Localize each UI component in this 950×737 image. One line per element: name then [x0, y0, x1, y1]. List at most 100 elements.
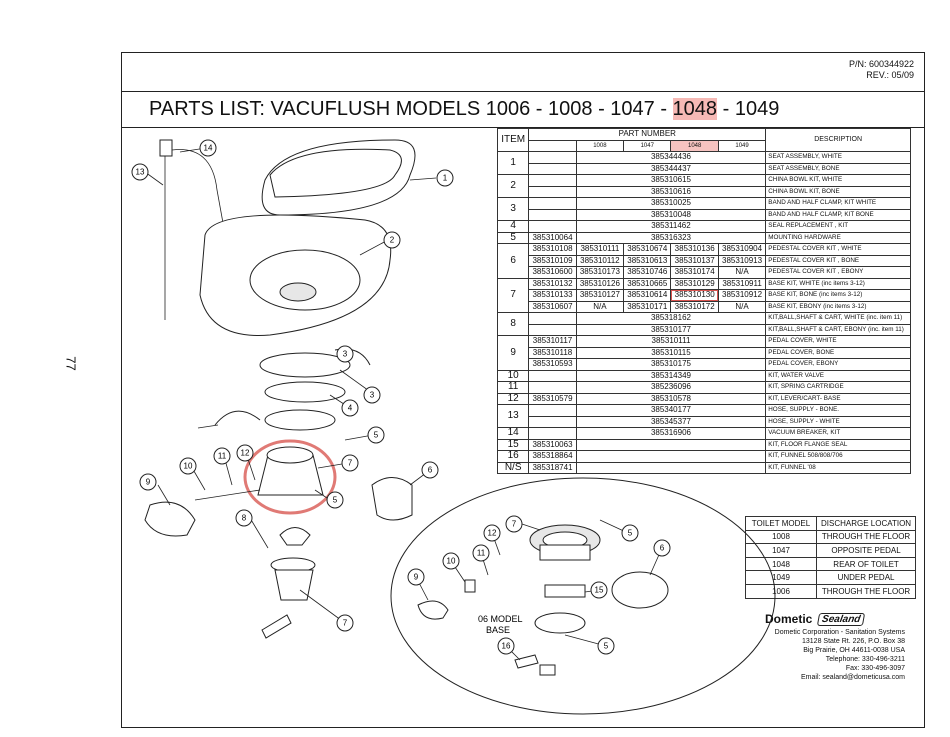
- callout-circle: [472, 544, 490, 562]
- callout-number: 2: [390, 236, 395, 245]
- parts-table: ITEM PART NUMBER DESCRIPTION 1008 1047 1…: [496, 128, 911, 474]
- part-number-cell: 385310136: [670, 243, 719, 256]
- item-number: N/S: [496, 461, 530, 474]
- part-description: SEAT ASSEMBLY, BONE: [765, 162, 911, 175]
- callout-number: 8: [242, 514, 247, 523]
- inset-valve: [464, 579, 476, 593]
- seat-lid: [269, 148, 402, 198]
- part-number-base: [528, 185, 577, 198]
- discharge-location: THROUGH THE FLOOR: [815, 583, 917, 599]
- callout-circle: [363, 386, 381, 404]
- callout-circle: [341, 454, 359, 472]
- callout-number: 6: [660, 544, 665, 553]
- callout-circle: [436, 169, 454, 187]
- part-number-base: 385318741: [528, 461, 577, 474]
- callout-number: 14: [204, 144, 213, 153]
- half-clamp-left: [214, 410, 261, 426]
- document-frame: P/N: 600344922 REV.: 05/09 PARTS LIST: V…: [121, 52, 925, 728]
- callout-circle: [326, 491, 344, 509]
- inset-fitting: [539, 664, 556, 676]
- logo-row: Dometic Sealand: [765, 612, 905, 626]
- band-clamp: [259, 352, 351, 378]
- callout-circle: [336, 345, 354, 363]
- inset-label-1: 06 MODEL: [478, 614, 523, 624]
- callout-circle: [483, 524, 501, 542]
- part-number-cell: 385310913: [717, 254, 767, 267]
- callout-circle: [367, 426, 385, 444]
- callout-circle: [383, 231, 401, 249]
- callout-number: 9: [414, 573, 419, 582]
- callout-circle: [213, 447, 231, 465]
- callout-circle: [236, 444, 254, 462]
- inset-flange: [544, 584, 586, 598]
- address-line: Email: sealand@dometicusa.com: [801, 674, 905, 681]
- part-description: BAND AND HALF CLAMP, KIT BONE: [765, 208, 911, 221]
- callout-circle: [131, 163, 149, 181]
- callout-number: 12: [488, 529, 497, 538]
- address-block: Dometic Corporation - Sanitation Systems…: [765, 628, 905, 682]
- item-number: 4: [496, 220, 530, 233]
- callout-number: 5: [604, 642, 609, 651]
- part-number-base: [528, 208, 577, 221]
- revision: REV.: 05/09: [866, 70, 914, 80]
- callout-number: 1: [443, 174, 448, 183]
- inset-pedestal: [539, 544, 591, 561]
- callout-number: 5: [628, 529, 633, 538]
- callout-number: 15: [595, 586, 604, 595]
- part-number-base: [528, 174, 577, 187]
- item-number: 3: [496, 197, 530, 221]
- callout-number: 3: [343, 350, 348, 359]
- inset-seal: [534, 612, 586, 634]
- callout-number: 11: [218, 452, 227, 461]
- discharge-elbow: [371, 477, 413, 521]
- item-number: 2: [496, 174, 530, 198]
- address-line: Telephone: 330-496-3211: [825, 656, 905, 663]
- callout-number: 10: [447, 557, 456, 566]
- callout-number: 4: [348, 404, 353, 413]
- col-part-number: PART NUMBER: [528, 128, 767, 141]
- part-number-base: 385310108: [528, 243, 577, 256]
- part-number-base: 385310064: [528, 231, 577, 244]
- ball-shaft: [279, 527, 311, 546]
- callout-circle: [235, 509, 253, 527]
- vacuum-breaker: [159, 139, 173, 157]
- base-top: [266, 446, 314, 464]
- seal-ring: [264, 381, 346, 403]
- callout-circle: [505, 515, 523, 533]
- brand-block: Dometic Sealand Dometic Corporation - Sa…: [765, 612, 905, 682]
- col-blank: [528, 139, 577, 152]
- header-info: P/N: 600344922 REV.: 05/09: [849, 59, 914, 81]
- callout-circle: [497, 637, 515, 655]
- inset-funnel: [514, 654, 539, 669]
- title-highlight: 1048: [672, 98, 718, 120]
- address-line: Big Prairie, OH 44611-0038 USA: [803, 647, 905, 654]
- callout-circle: [407, 568, 425, 586]
- col-model: 1008: [575, 139, 625, 152]
- callout-circle: [336, 614, 354, 632]
- address-line: Dometic Corporation - Sanitation Systems: [774, 629, 905, 636]
- part-number-all-models: 385316323: [575, 231, 767, 244]
- part-number: P/N: 600344922: [848, 59, 914, 69]
- callout-circle: [621, 524, 639, 542]
- callout-number: 3: [370, 391, 375, 400]
- title-prefix: PARTS LIST: VACUFLUSH MODELS 1006 - 1008…: [149, 98, 673, 120]
- item-number: 8: [496, 312, 530, 336]
- col-description: DESCRIPTION: [765, 128, 911, 152]
- part-number-cell: 385310674: [623, 243, 672, 256]
- part-number-base: [528, 162, 577, 175]
- inset-elbow: [611, 571, 669, 609]
- col-model-highlight: 1048: [670, 139, 719, 152]
